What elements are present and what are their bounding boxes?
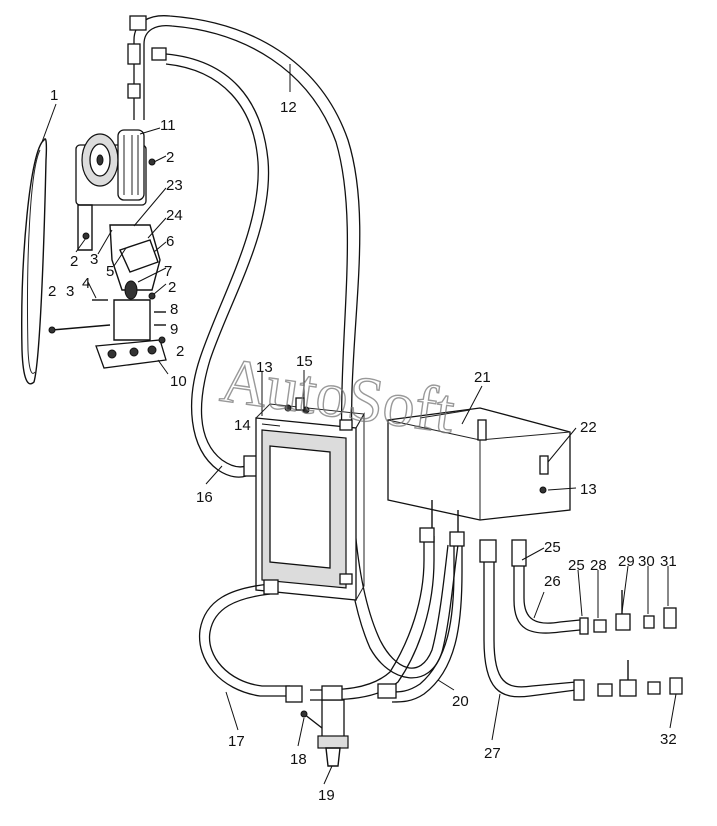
callout-2: 2 (176, 343, 184, 360)
callout-2: 2 (166, 149, 174, 166)
callout-labels: 1 11 2 23 24 6 2 3 5 7 4 2 2 3 8 9 2 10 … (48, 87, 677, 804)
hose-26 (511, 539, 677, 635)
callout-17: 17 (228, 733, 245, 750)
callout-29: 29 (618, 553, 635, 570)
reservoir-tank (387, 407, 571, 536)
condenser-unit (255, 397, 365, 601)
hose-20 (309, 527, 465, 703)
leader-lines (41, 64, 677, 785)
drive-belt (21, 138, 48, 385)
callout-12: 12 (280, 99, 297, 116)
callout-18: 18 (290, 751, 307, 768)
callout-8: 8 (170, 301, 178, 318)
callout-13: 13 (580, 481, 597, 498)
compressor-bracket (77, 158, 161, 341)
callout-4: 4 (82, 275, 90, 292)
callout-13: 13 (256, 359, 273, 376)
callout-27: 27 (484, 745, 501, 762)
callout-14: 14 (234, 417, 251, 434)
callout-32: 32 (660, 731, 677, 748)
callout-10: 10 (170, 373, 187, 390)
callout-2: 2 (70, 253, 78, 270)
callout-11: 11 (160, 117, 176, 134)
callout-30: 30 (638, 553, 655, 570)
callout-21: 21 (474, 369, 491, 386)
bolts (48, 299, 166, 344)
callout-3: 3 (90, 251, 98, 268)
callout-23: 23 (166, 177, 183, 194)
callout-2: 2 (168, 279, 176, 296)
callout-25: 25 (568, 557, 585, 574)
callout-20: 20 (452, 693, 469, 710)
callout-26: 26 (544, 573, 561, 590)
callout-1: 1 (50, 87, 58, 104)
mounting-plate (95, 339, 167, 369)
callout-3: 3 (66, 283, 74, 300)
compressor (75, 129, 147, 206)
hose-17 (198, 579, 303, 703)
callout-15: 15 (296, 353, 313, 370)
callout-6: 6 (166, 233, 174, 250)
callout-28: 28 (590, 557, 607, 574)
callout-5: 5 (106, 263, 114, 280)
callout-2: 2 (48, 283, 56, 300)
callout-7: 7 (164, 263, 172, 280)
callout-16: 16 (196, 489, 213, 506)
callout-24: 24 (166, 207, 183, 224)
callout-9: 9 (170, 321, 178, 338)
filter-drier (300, 685, 349, 767)
callout-22: 22 (580, 419, 597, 436)
callout-31: 31 (660, 553, 677, 570)
callout-19: 19 (318, 787, 335, 804)
callout-25: 25 (544, 539, 561, 556)
hose-27 (479, 539, 683, 701)
